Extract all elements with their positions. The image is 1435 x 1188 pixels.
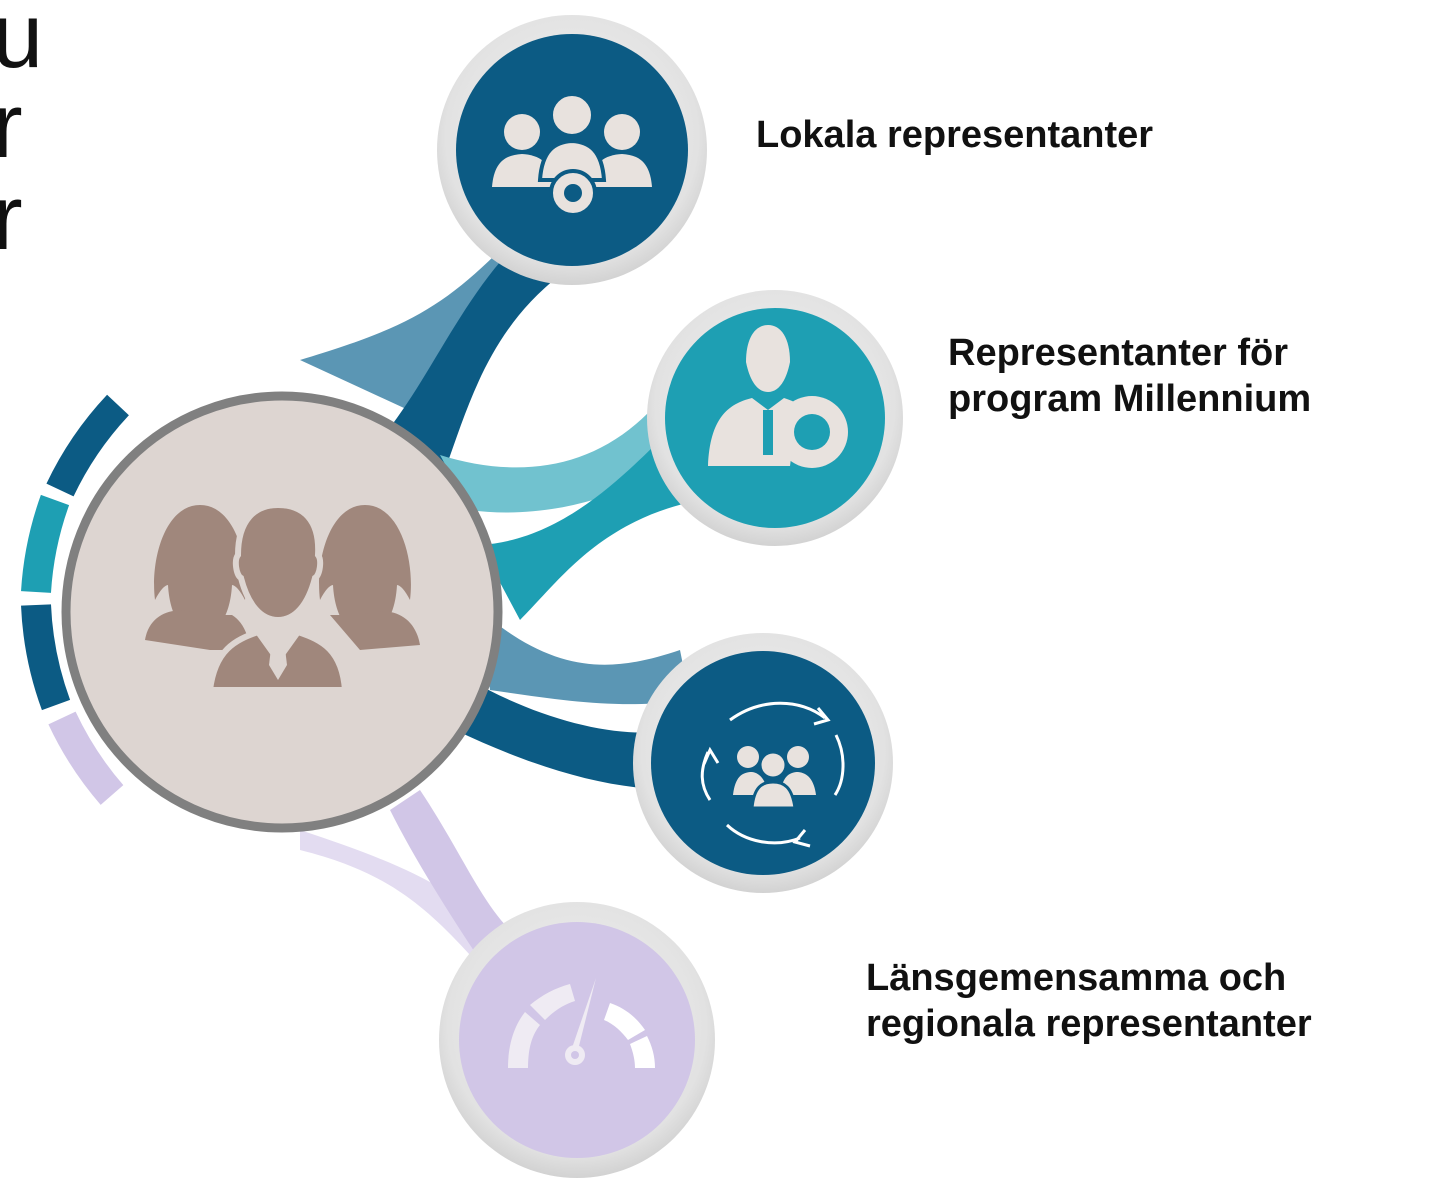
edge-text-3: r xyxy=(0,167,23,269)
node-1 xyxy=(437,15,707,285)
node-4 xyxy=(439,902,715,1178)
node-3 xyxy=(633,633,893,893)
node-3-label: Länsgemensamma och regionala representan… xyxy=(866,955,1312,1047)
node-2 xyxy=(647,290,903,546)
node-2-label-line2: program Millennium xyxy=(948,378,1312,420)
center-node xyxy=(61,391,503,833)
connector-1 xyxy=(300,240,560,470)
left-arc xyxy=(21,394,130,805)
edge-text-1: u xyxy=(0,0,44,87)
people-group-icon xyxy=(145,501,420,693)
arc-segment-3 xyxy=(21,604,71,711)
node-1-label-line1: Lokala representanter xyxy=(756,114,1154,156)
arc-segment-1 xyxy=(46,394,130,497)
node-3-label-line1: Länsgemensamma och xyxy=(866,957,1287,999)
node-3-label-line2: regionala representanter xyxy=(866,1003,1312,1045)
edge-text-2: r xyxy=(0,75,23,177)
team-gear-icon xyxy=(492,92,652,217)
connector-4 xyxy=(300,790,510,960)
arc-segment-4 xyxy=(48,711,124,805)
person-gear-icon xyxy=(708,325,848,468)
team-cycle-icon xyxy=(700,701,845,848)
node-1-label: Lokala representanter xyxy=(756,112,1153,158)
node-2-label: Representanter för program Millennium xyxy=(948,330,1311,422)
speedometer-icon xyxy=(508,978,655,1068)
connector-2 xyxy=(440,400,700,620)
connector-3 xyxy=(455,610,690,790)
node-2-label-line1: Representanter för xyxy=(948,332,1288,374)
arc-segment-2 xyxy=(21,494,70,594)
